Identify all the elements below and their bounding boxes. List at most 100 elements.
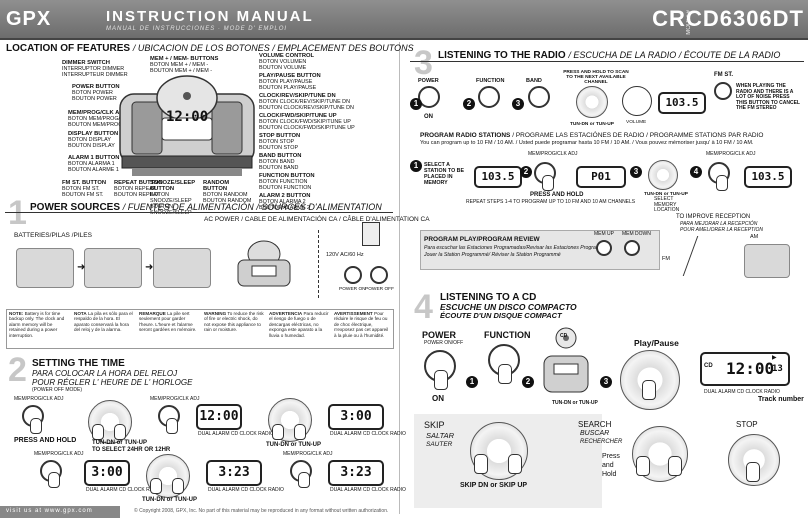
battery-compartment-1 (16, 248, 74, 288)
step-1-icon: 1 (466, 376, 478, 388)
radio-on-label: ON (424, 114, 433, 120)
cd-title: LISTENING TO A CD (440, 292, 537, 303)
fm-st-button-icon[interactable] (714, 82, 732, 100)
fm-antenna-icon (682, 236, 724, 276)
reception-es: PARA MEJORAR LA RECEPCIÓN (680, 221, 758, 227)
pointing-hand-icon (668, 456, 682, 476)
arrow-right-icon: ➜ (77, 262, 86, 273)
tuning-dial-icon[interactable] (648, 160, 678, 190)
repeat-steps: REPEAT STEPS 1-4 TO PROGRAM UP TO 10 FM … (466, 199, 636, 205)
wall-outlet-icon (362, 222, 380, 246)
manual-subtitle: MANUAL DE INSTRUCCIONES · MODE D' EMPLOI (106, 26, 288, 32)
arrow-right-icon: ➜ (145, 262, 154, 273)
step-3-icon: 3 (630, 166, 642, 178)
mem-down-button-icon[interactable] (624, 240, 640, 256)
mem-up-button-icon[interactable] (596, 240, 612, 256)
skip-es: SALTAR (426, 431, 455, 440)
select-memory-label: SELECT MEMORY LOCATION (654, 196, 680, 214)
step-2-icon: 2 (522, 376, 534, 388)
step-3-icon: 3 (600, 376, 612, 388)
warning-es: ADVERTENCIA Para reducir el riesgo de fu… (269, 311, 329, 338)
cd-player-illustration (543, 327, 589, 393)
power-button-icon[interactable] (418, 86, 440, 108)
search-label: SEARCH (578, 420, 612, 429)
program-mem-label-2: MEM/PROG/CLK ADJ (706, 151, 756, 157)
features-title: LOCATION OF FEATURES / UBICACION DE LOS … (6, 43, 414, 54)
radio-title: LISTENING TO THE RADIO / ESCUCHA DE LA R… (438, 50, 781, 61)
scan-instruction: PRESS AND HOLD TO SCAN TO THE NEXT AVAIL… (563, 70, 629, 85)
pointing-hand-icon (746, 462, 760, 482)
section-number-4: 4 (414, 288, 433, 326)
cd-tun-label: TUN-DN or TUN-UP (552, 400, 598, 406)
volume-knob-icon[interactable] (622, 86, 652, 116)
visit-band (0, 506, 120, 518)
pointing-hand-icon (642, 380, 656, 400)
program-review-box (420, 230, 660, 270)
program-title: PROGRAM RADIO STATIONS / PROGRAME LAS ES… (420, 132, 764, 139)
power-cord (318, 230, 326, 298)
power-off-mode-label: (POWER OFF MODE) (32, 387, 82, 393)
search-es: BUSCAR (580, 430, 610, 437)
power-on-label: POWER ON (339, 287, 366, 292)
note-es: NOTA La pila es sólo para el respaldo de… (74, 311, 133, 333)
lcd-caption: DUAL ALARM CD CLOCK RADIO (208, 487, 284, 493)
stop-dial-icon[interactable] (728, 434, 780, 486)
gpx-logo: GPX (6, 8, 52, 30)
cd-disc-label: CD (560, 333, 568, 339)
step-1-icon: 1 (410, 98, 422, 110)
play-indicator-icon: ▶ (772, 355, 777, 361)
cd-power-sub: POWER ON/OFF (424, 340, 464, 346)
time-lcd-1: 12:00 (196, 404, 242, 430)
tun-label: TUN-DN or TUN-UP (266, 442, 321, 448)
band-button-icon[interactable] (528, 86, 550, 108)
reception-title: TO IMPROVE RECEPTION (676, 214, 751, 220)
select-station-label: SELECT A STATION TO BE PLACED IN MEMORY (424, 162, 465, 186)
copyright: © Copyright 2008, GPX, Inc. No part of t… (134, 508, 389, 514)
program-freq-lcd-2: 103.5 (744, 166, 792, 188)
note-en: NOTE: Battery is for time backup only. T… (9, 311, 65, 338)
cd-on-label: ON (432, 394, 444, 403)
cd-lcd-indicator: CD (704, 363, 713, 369)
setting-time-title-es: PARA COLOCAR LA HORA DEL RELOJ (32, 369, 178, 378)
cd-lcd-caption: DUAL ALARM CD CLOCK RADIO (704, 389, 780, 395)
step-1-icon: 1 (410, 160, 422, 172)
review-fr: Jouer la Station Programmé/ Réviser la S… (424, 252, 561, 258)
play-pause-label: Play/Pause (634, 338, 679, 348)
pointing-hand-icon (434, 370, 448, 390)
visit-url[interactable]: visit us at www.gpx.com (6, 508, 93, 514)
skip-fr: SAUTER (426, 441, 453, 448)
pointing-hand-icon (48, 472, 60, 488)
notes-box (6, 309, 394, 349)
pointing-hand-icon (272, 424, 284, 440)
mem-prog-label-4: MEM/PROG/CLK ADJ (283, 451, 333, 457)
pointing-hand-icon (114, 424, 126, 440)
review-title: PROGRAM PLAY/PROGRAM REVIEW (424, 236, 540, 243)
manual-title: INSTRUCTION MANUAL (106, 8, 314, 25)
pointing-hand-icon (498, 364, 512, 384)
time-lcd-4: 3:23 (206, 460, 262, 486)
warning-fr: AVERTISSEMENT Pour réduire le risque de … (334, 311, 389, 338)
model-number: CRCD6306DT (652, 6, 804, 31)
pointing-hand-icon (166, 418, 178, 434)
power-off-switch-icon (370, 266, 388, 284)
volume-label: VOLUME (626, 120, 647, 125)
cd-title-fr: ÉCOUTE D'UN DISQUE COMPACT (440, 311, 562, 320)
function-button-icon[interactable] (478, 86, 500, 108)
fm-st-label: FM ST. (714, 72, 733, 78)
mem-prog-label-2: MEM/PROG/CLK ADJ (150, 396, 200, 402)
radio-band-label: BAND (526, 78, 542, 84)
pointing-hand-icon (92, 424, 104, 440)
track-number-label: Track number (758, 396, 804, 403)
mem-prog-label-1: MEM/PROG/CLK ADJ (14, 396, 64, 402)
time-lcd-2: 3:00 (328, 404, 384, 430)
tuning-dial-icon[interactable] (576, 86, 608, 118)
ac-power-label: AC POWER / CABLE DE ALIMENTACIÓN CA / CÂ… (204, 216, 430, 223)
